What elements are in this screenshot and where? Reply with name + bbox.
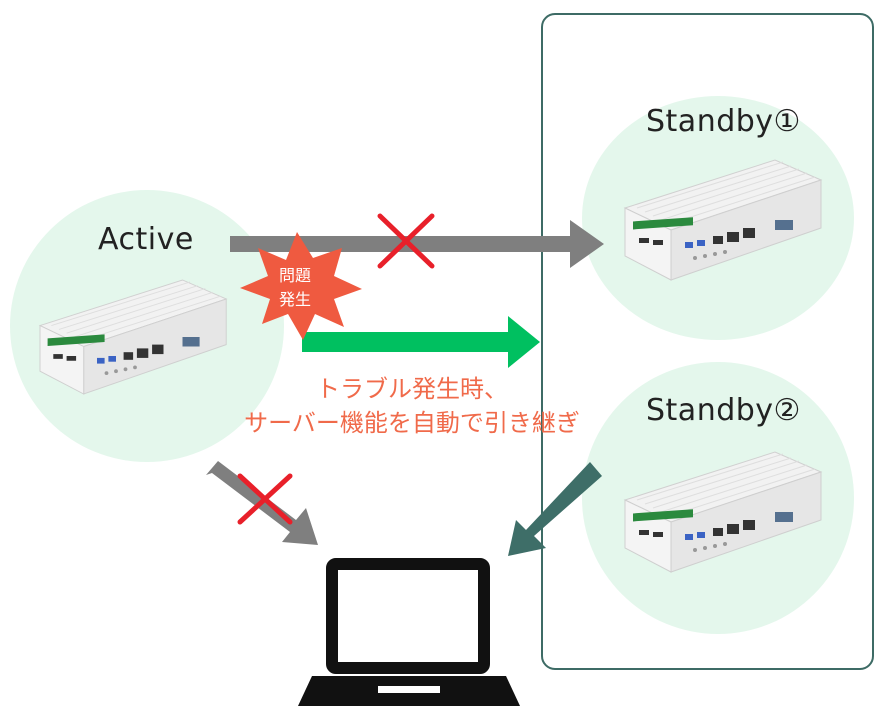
standby-group-box xyxy=(541,13,874,670)
active-label: Active xyxy=(98,222,194,257)
active-server-icon xyxy=(39,279,227,395)
trouble-burst-icon xyxy=(240,232,362,340)
failover-note-line1: トラブル発生時、 xyxy=(316,375,508,403)
burst-text-line2: 発生 xyxy=(279,290,312,309)
failover-note: トラブル発生時、 サーバー機能を自動で引き継ぎ xyxy=(212,372,612,440)
cross-icon-bottom xyxy=(237,473,293,525)
failover-note-line2: サーバー機能を自動で引き継ぎ xyxy=(244,409,580,437)
laptop-icon xyxy=(298,558,520,706)
burst-text-line1: 問題 xyxy=(279,266,312,285)
standby1-label: Standby① xyxy=(646,104,801,139)
cross-icon-top xyxy=(377,213,435,269)
green-failover-arrow xyxy=(302,316,540,368)
teal-arrow-to-laptop xyxy=(508,462,602,556)
standby1-server-icon xyxy=(624,159,822,281)
standby2-server-icon xyxy=(624,451,822,573)
standby2-label: Standby② xyxy=(646,393,801,428)
